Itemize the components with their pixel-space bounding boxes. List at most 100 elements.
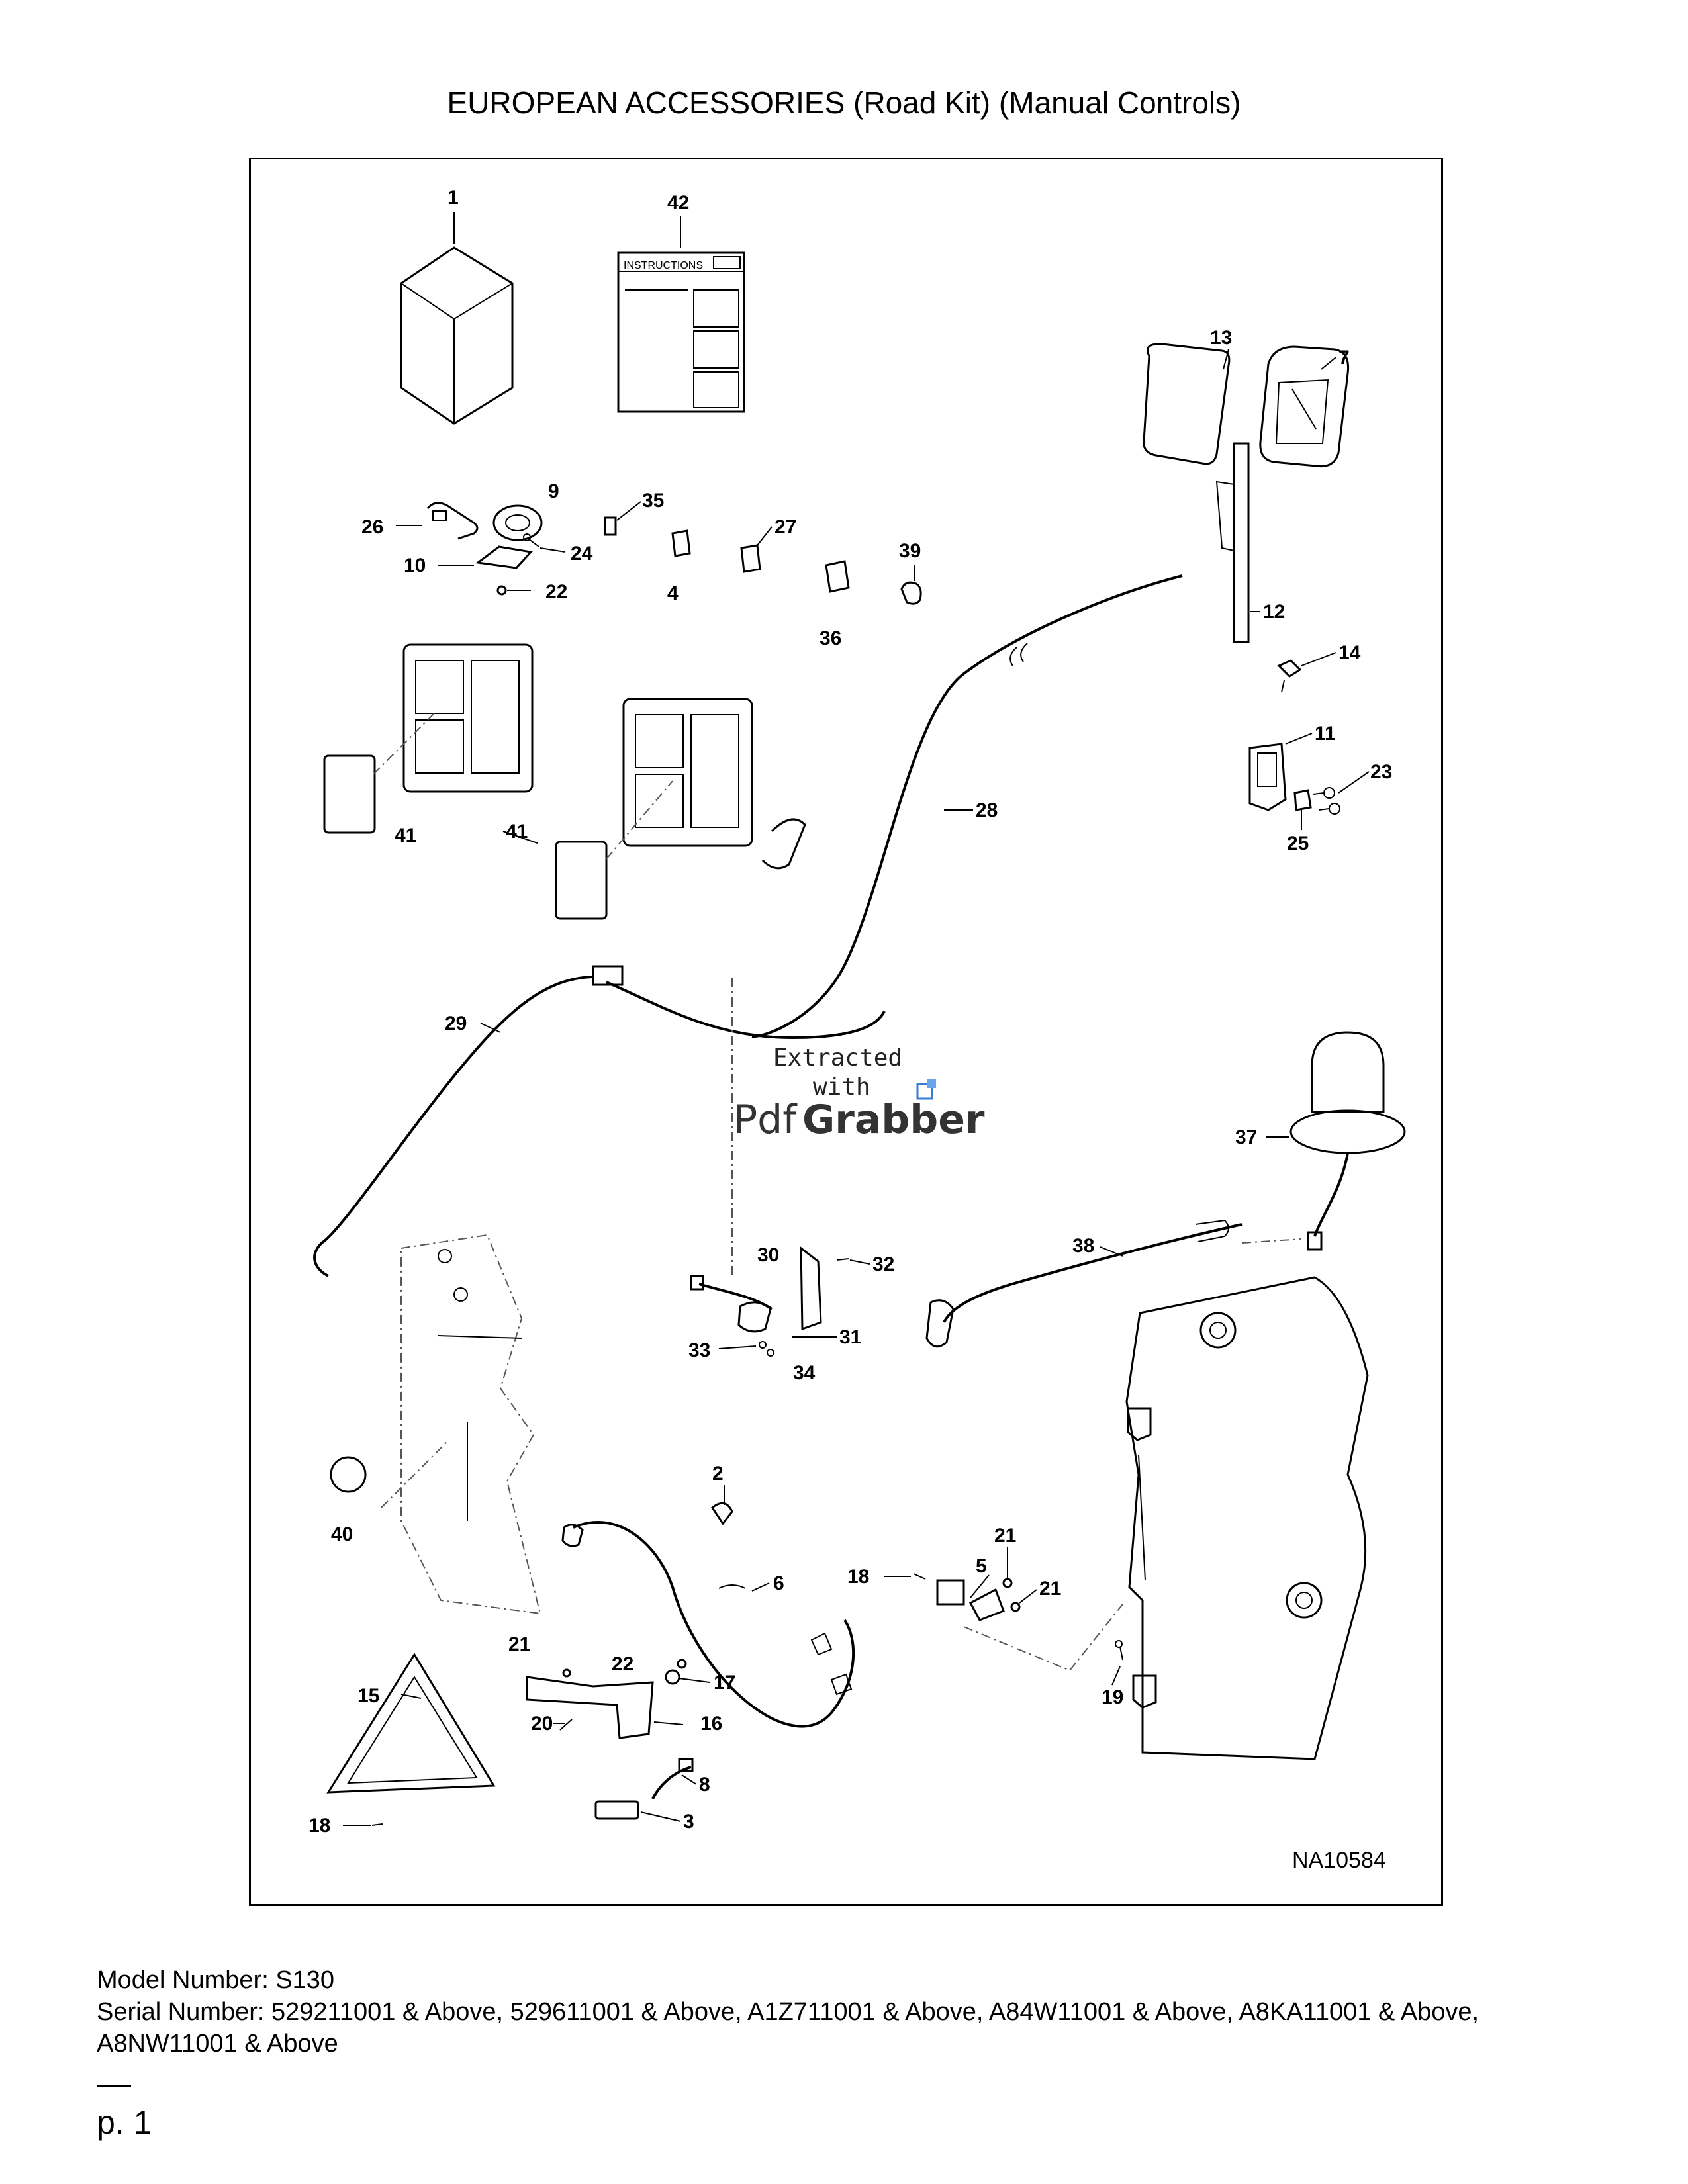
part-17-bolt bbox=[665, 1669, 680, 1685]
part-22-nut-b bbox=[677, 1659, 687, 1669]
callout: 36 bbox=[820, 627, 841, 649]
part-32-screw bbox=[836, 1258, 849, 1261]
callout: 6 bbox=[773, 1572, 784, 1594]
part-25-knob bbox=[1293, 789, 1312, 811]
callout: 21 bbox=[1039, 1578, 1061, 1600]
callout: 38 bbox=[1072, 1235, 1094, 1257]
part-10-bracket bbox=[475, 545, 533, 569]
callout: 29 bbox=[445, 1013, 467, 1034]
callout-labels: 1 42 13 7 9 35 26 24 27 39 10 22 4 36 12… bbox=[308, 187, 1392, 1837]
left-side-panel bbox=[381, 1234, 541, 1615]
part-14-switch bbox=[1277, 659, 1302, 693]
part-6-harness bbox=[561, 1521, 855, 1728]
part-1-box bbox=[400, 212, 514, 425]
callout: 14 bbox=[1338, 642, 1361, 664]
callout: 26 bbox=[361, 516, 383, 538]
callout: 17 bbox=[714, 1672, 735, 1694]
part-18-screw-b bbox=[371, 1823, 383, 1826]
part-29-harness bbox=[313, 965, 886, 1277]
part-22-nut bbox=[496, 585, 507, 596]
callout: 32 bbox=[872, 1253, 894, 1275]
part-42-instructions: INSTRUCTIONS bbox=[617, 216, 745, 413]
callout: 2 bbox=[712, 1463, 724, 1484]
callout: 33 bbox=[688, 1340, 710, 1361]
serial-numbers: Serial Number: 529211001 & Above, 529611… bbox=[97, 1998, 1479, 2058]
callout: 8 bbox=[699, 1774, 710, 1796]
callout: 39 bbox=[899, 540, 921, 562]
callout: 41 bbox=[395, 825, 416, 846]
callout: 3 bbox=[683, 1811, 694, 1833]
part-11-bracket bbox=[1248, 743, 1287, 811]
exploded-parts-diagram: INSTRUCTIONS bbox=[308, 187, 1406, 1873]
part-9-horn bbox=[492, 504, 543, 541]
callout: 25 bbox=[1287, 833, 1309, 854]
callout: 7 bbox=[1338, 347, 1350, 369]
callout: 13 bbox=[1210, 327, 1232, 349]
callout: 23 bbox=[1370, 761, 1392, 783]
part-26-connector bbox=[426, 502, 479, 540]
part-23-bolts bbox=[1313, 787, 1340, 815]
part-27-switch bbox=[740, 544, 761, 573]
page-number: p. 1 bbox=[97, 2104, 152, 2141]
watermark-line1: Extracted bbox=[773, 1044, 902, 1071]
watermark-brand-b: Grabber bbox=[802, 1097, 985, 1143]
part-31-switch bbox=[737, 1301, 772, 1333]
part-38-harness bbox=[925, 1219, 1302, 1348]
callout: 34 bbox=[793, 1362, 816, 1384]
page-title: EUROPEAN ACCESSORIES (Road Kit) (Manual … bbox=[447, 85, 1241, 120]
watermark: Extracted with Pdf Grabber bbox=[733, 1044, 985, 1143]
callout: 15 bbox=[357, 1685, 379, 1707]
part-30-bracket bbox=[800, 1246, 822, 1331]
callout: 18 bbox=[847, 1566, 869, 1588]
callout: 9 bbox=[548, 480, 559, 502]
callout: 42 bbox=[667, 192, 689, 214]
callout: 35 bbox=[642, 490, 664, 512]
part-28-harness bbox=[751, 574, 1183, 1038]
watermark-brand-a: Pdf bbox=[733, 1097, 798, 1143]
part-5-relay bbox=[936, 1579, 965, 1606]
figure-reference-code: NA10584 bbox=[1292, 1848, 1386, 1873]
instructions-sheet-label: INSTRUCTIONS bbox=[624, 260, 703, 271]
part-33-34-hardware bbox=[759, 1341, 774, 1357]
part-4-switch bbox=[671, 529, 691, 557]
diagram-frame bbox=[249, 158, 1443, 1906]
callout: 24 bbox=[571, 543, 593, 565]
part-5-bracket bbox=[968, 1588, 1005, 1621]
part-18-screw-a bbox=[913, 1573, 926, 1580]
part-15-smv-sign bbox=[326, 1653, 496, 1794]
callout: 27 bbox=[774, 516, 796, 538]
footer-rule bbox=[97, 2085, 131, 2087]
model-number: Model Number: S130 bbox=[97, 1966, 335, 1994]
part-30-harness bbox=[690, 1275, 773, 1310]
part-39-cap bbox=[900, 581, 922, 605]
callout: 40 bbox=[331, 1524, 353, 1545]
part-21-nuts bbox=[1002, 1578, 1021, 1612]
callout: 12 bbox=[1263, 601, 1285, 623]
part-36-switch bbox=[825, 560, 850, 593]
part-3-lamp bbox=[594, 1800, 639, 1820]
callout: 18 bbox=[308, 1815, 330, 1837]
callout: 1 bbox=[447, 187, 459, 208]
part-40-light bbox=[330, 1456, 367, 1493]
part-7-work-light bbox=[1259, 345, 1350, 468]
callout: 10 bbox=[404, 555, 426, 576]
callout: 5 bbox=[976, 1555, 987, 1577]
callout: 22 bbox=[612, 1653, 633, 1675]
leader-lines bbox=[343, 349, 1370, 1826]
callout: 21 bbox=[994, 1525, 1016, 1547]
callout: 16 bbox=[700, 1713, 722, 1735]
part-2-clip bbox=[710, 1502, 733, 1525]
part-19-bolt bbox=[1115, 1640, 1123, 1661]
callout: 28 bbox=[976, 799, 998, 821]
callout: 31 bbox=[839, 1326, 861, 1348]
callout: 30 bbox=[757, 1244, 779, 1266]
callout: 4 bbox=[667, 582, 679, 604]
part-16-bracket bbox=[526, 1676, 654, 1739]
part-24-bolt bbox=[523, 533, 539, 547]
part-12-light-pole bbox=[1215, 442, 1250, 643]
part-41-right-lamp bbox=[555, 698, 753, 920]
callout: 37 bbox=[1235, 1126, 1257, 1148]
part-35-clip bbox=[604, 516, 617, 536]
callout: 21 bbox=[508, 1633, 530, 1655]
part-37-beacon bbox=[1289, 1031, 1406, 1251]
